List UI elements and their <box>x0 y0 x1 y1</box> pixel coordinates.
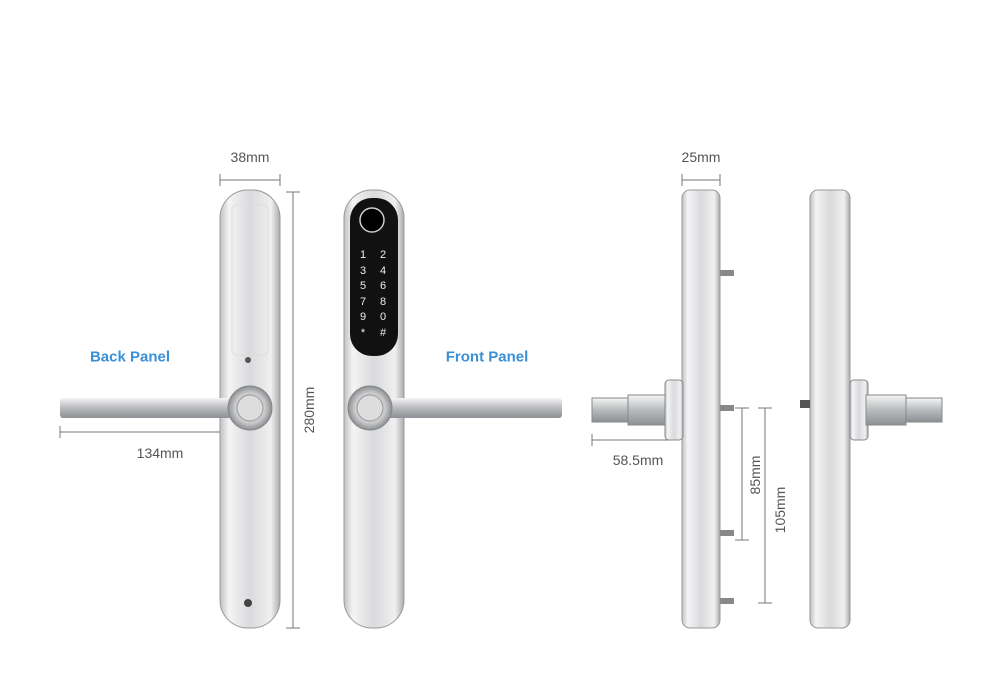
side-view-right <box>800 189 943 629</box>
lever-134mm-label: 134mm <box>136 445 184 461</box>
dimension-lines <box>59 174 772 629</box>
keypad-key: 7 <box>359 295 367 308</box>
height-280mm-label: 280mm <box>301 386 317 434</box>
keypad-key: * <box>360 326 366 339</box>
keypad-key: 4 <box>379 264 387 277</box>
back-panel <box>60 189 281 629</box>
keypad-key: # <box>379 326 387 339</box>
front-panel-label: Front Panel <box>445 348 529 366</box>
distance-85mm-label: 85mm <box>747 455 763 495</box>
spindle-58-5mm-label: 58.5mm <box>612 452 664 468</box>
keypad-key: 2 <box>379 249 387 261</box>
back-panel-label: Back Panel <box>89 348 171 366</box>
side-view-left <box>591 189 734 629</box>
width-25mm-label: 25mm <box>681 149 721 165</box>
distance-105mm-label: 105mm <box>772 486 788 534</box>
keypad-key: 9 <box>359 311 367 323</box>
keypad-key: 0 <box>379 311 387 323</box>
front-panel <box>343 189 562 629</box>
keypad-key: 8 <box>379 295 387 308</box>
width-38mm-label: 38mm <box>230 149 270 165</box>
keypad-key: 6 <box>379 280 387 292</box>
keypad-key: 3 <box>359 264 367 277</box>
keypad-key: 5 <box>359 280 367 292</box>
keypad-key: 1 <box>359 249 367 261</box>
